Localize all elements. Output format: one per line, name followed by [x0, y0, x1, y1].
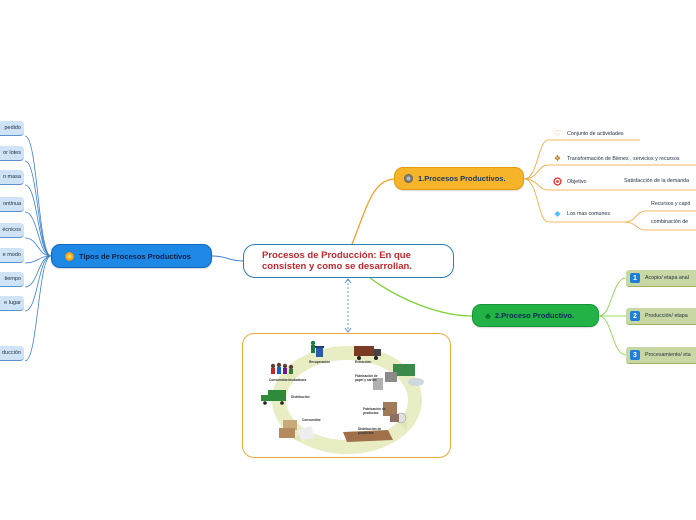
cycle-label-fabricacion-papel: Fabricación de papel y cartón: [355, 374, 378, 382]
subtopic-recursos-capital[interactable]: Recursos y capit: [651, 201, 691, 207]
people-icon: [270, 362, 294, 374]
paper-cycle-image[interactable]: Recuperación Extracción Fabricación de p…: [242, 333, 451, 458]
cycle-label-distribucion: Distribución: [291, 395, 310, 399]
topic-tipos-procesos[interactable]: Tipos de Procesos Productivos: [51, 244, 212, 268]
central-topic[interactable]: Procesos de Producción: En que consisten…: [243, 244, 454, 278]
number-1-icon: 1: [630, 273, 640, 283]
recycling-bin-icon: [310, 340, 324, 357]
topic-tipos-label: Tipos de Procesos Productivos: [79, 251, 191, 261]
step-produccion[interactable]: 2 Producción/ etapa: [626, 308, 696, 325]
subtopic-lugar[interactable]: e lugar: [0, 296, 24, 311]
cycle-label-distribucion-productos: Distribución de productos: [358, 427, 382, 435]
number-3-icon: 3: [630, 350, 640, 360]
delivery-truck-icon: [261, 390, 286, 405]
diamond-icon: ◆: [554, 209, 561, 218]
cycle-label-consumidor: Consumidor: [302, 418, 321, 422]
subtopic-continua[interactable]: ontinua: [0, 197, 24, 212]
boxes-icon: [279, 420, 315, 440]
subtopic-satisfaccion-demanda[interactable]: Satisfacción de la demanda: [624, 178, 690, 184]
target-icon: [553, 177, 562, 186]
subtopic-pedido[interactable]: pedido: [0, 121, 24, 136]
gear-icon: [404, 174, 413, 183]
subtopic-lotes[interactable]: or lotes: [0, 146, 24, 161]
subtopic-objetivo[interactable]: Objetivo: [553, 177, 586, 186]
topic-procesos-productivos[interactable]: 1.Procesos Productivos.: [394, 167, 524, 190]
subtopic-tecnicos[interactable]: écnicos: [0, 223, 24, 238]
clover-icon: ♣: [485, 310, 491, 321]
topic-proc2-label: 2.Proceso Productivo.: [494, 311, 575, 320]
butterfly-icon: ❖: [553, 154, 562, 163]
subtopic-mas-comunes[interactable]: ◆ Los mas comunes: [554, 209, 610, 218]
cycle-label-consumidores: Consumidor/ciudadanos: [269, 378, 307, 382]
cycle-label-recuperacion: Recuperación: [309, 360, 331, 364]
subtopic-combinacion[interactable]: combinación de: [651, 219, 689, 225]
subtopic-tiempo[interactable]: tiempo: [0, 272, 24, 287]
topic-proc1-label: 1.Procesos Productivos.: [418, 174, 506, 183]
truck-icon: [354, 346, 381, 360]
number-2-icon: 2: [630, 311, 640, 321]
subtopic-transformacion[interactable]: ❖ Transformación de Bienes , servicios y…: [553, 154, 680, 163]
subtopic-modo[interactable]: e modo: [0, 248, 24, 263]
topic-proceso-productivo[interactable]: ♣ 2.Proceso Productivo.: [472, 304, 599, 327]
factory-icon: [373, 364, 424, 390]
handshake-icon: ♡: [553, 129, 562, 138]
subtopic-masa[interactable]: n masa: [0, 170, 24, 185]
subtopic-conjunto-actividades[interactable]: ♡ Conjunto de actividades: [553, 129, 624, 138]
subtopic-produccion[interactable]: ducción: [0, 346, 24, 361]
cycle-illustration: [261, 340, 424, 454]
central-topic-title: Procesos de Producción: En que consisten…: [262, 250, 412, 272]
cycle-label-extraccion: Extracción: [355, 360, 372, 364]
step-procesamiento[interactable]: 3 Procesamiento/ eta: [626, 347, 696, 364]
cardboard-icon: [343, 430, 393, 442]
gear-icon: [65, 251, 74, 261]
paper-rolls-icon: [383, 402, 407, 424]
step-acopio[interactable]: 1 Acopio/ etapa anal: [626, 270, 696, 287]
cycle-label-fabricacion-productos: Fabricación de productos: [363, 407, 386, 415]
